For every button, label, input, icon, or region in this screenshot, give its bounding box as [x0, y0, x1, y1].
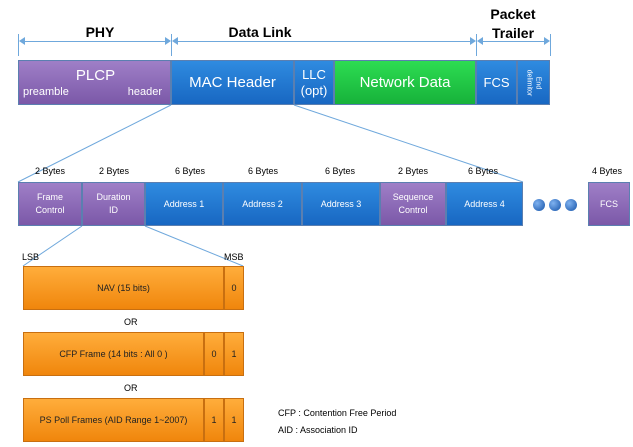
- address-4-label: Address 4: [464, 199, 505, 209]
- cfp-frame-label: CFP Frame (14 bits : All 0 ): [59, 349, 168, 359]
- sequence-control-bytes: 2 Bytes: [397, 166, 428, 176]
- duration-id-bytes: 2 Bytes: [98, 166, 129, 176]
- frame-control-bytes: 2 Bytes: [34, 166, 65, 176]
- data-link-header: Data Link: [228, 24, 292, 40]
- ps-poll-bit-15: 1: [224, 398, 244, 442]
- mac-header-label: MAC Header: [189, 74, 276, 91]
- fcs-field-label: FCS: [600, 199, 618, 209]
- nav-label: NAV (15 bits): [97, 283, 150, 293]
- llc-label: LLC (opt): [300, 66, 328, 98]
- end-delimiter-segment: End delimitor: [517, 60, 550, 105]
- nav-bit-15: 0: [224, 266, 244, 310]
- or-label: OR: [124, 317, 138, 327]
- address-3-field: Address 3: [302, 182, 380, 226]
- duration-id-label: Duration ID: [96, 192, 131, 215]
- sequence-control-field: Sequence Control: [380, 182, 446, 226]
- llc-segment: LLC (opt): [294, 60, 334, 105]
- address-2-bytes: 6 Bytes: [247, 166, 278, 176]
- address-1-field: Address 1: [145, 182, 223, 226]
- plcp-title: PLCP: [75, 67, 116, 84]
- mac-header-segment: MAC Header: [171, 60, 294, 105]
- plcp-preamble-label: preamble: [23, 86, 69, 98]
- network-data-segment: Network Data: [334, 60, 476, 105]
- legend-cfp: CFP : Contention Free Period: [278, 408, 397, 418]
- fcs-bytes: 4 Bytes: [591, 166, 622, 176]
- address-3-label: Address 3: [320, 199, 362, 209]
- fcs-trailer-segment: FCS: [476, 60, 517, 105]
- ps-poll-bit-15-value: 1: [231, 415, 237, 425]
- address-3-bytes: 6 Bytes: [324, 166, 355, 176]
- address-2-field: Address 2: [223, 182, 302, 226]
- packet-trailer-header: Packet Trailer: [490, 6, 536, 41]
- frame-control-field: Frame Control: [18, 182, 82, 226]
- address-2-label: Address 2: [242, 199, 283, 209]
- ellipsis-dot: [549, 199, 561, 211]
- fcs-field: FCS: [588, 182, 630, 226]
- or-label: OR: [124, 383, 138, 393]
- frame-control-label: Frame Control: [35, 192, 65, 215]
- ps-poll-bit-14-value: 1: [211, 415, 217, 425]
- network-data-label: Network Data: [359, 74, 451, 91]
- ps-poll-field: PS Poll Frames (AID Range 1~2007): [23, 398, 204, 442]
- cfp-frame-field: CFP Frame (14 bits : All 0 ): [23, 332, 204, 376]
- duration-id-field: Duration ID: [82, 182, 145, 226]
- nav-bit-value: 0: [231, 283, 237, 293]
- sequence-control-label: Sequence Control: [392, 192, 434, 215]
- ellipsis-dot: [533, 199, 545, 211]
- address-1-label: Address 1: [163, 199, 205, 209]
- legend-aid: AID : Association ID: [278, 425, 358, 435]
- cfp-bit-14: 0: [204, 332, 224, 376]
- address-1-bytes: 6 Bytes: [174, 166, 205, 176]
- plcp-header-label: header: [127, 86, 162, 98]
- address-4-field: Address 4: [446, 182, 523, 226]
- cfp-bit-14-value: 0: [211, 349, 217, 359]
- ps-poll-bit-14: 1: [204, 398, 224, 442]
- fcs-trailer-label: FCS: [483, 75, 510, 90]
- nav-field: NAV (15 bits): [23, 266, 224, 310]
- cfp-bit-15-value: 1: [231, 349, 237, 359]
- cfp-bit-15: 1: [224, 332, 244, 376]
- phy-header: PHY: [85, 24, 115, 40]
- lsb-label: LSB: [22, 252, 40, 262]
- ps-poll-label: PS Poll Frames (AID Range 1~2007): [39, 415, 188, 425]
- msb-label: MSB: [224, 252, 244, 262]
- ellipsis-dot: [565, 199, 577, 211]
- address-4-bytes: 6 Bytes: [467, 166, 498, 176]
- plcp-segment: PLCP preamble header: [18, 60, 171, 105]
